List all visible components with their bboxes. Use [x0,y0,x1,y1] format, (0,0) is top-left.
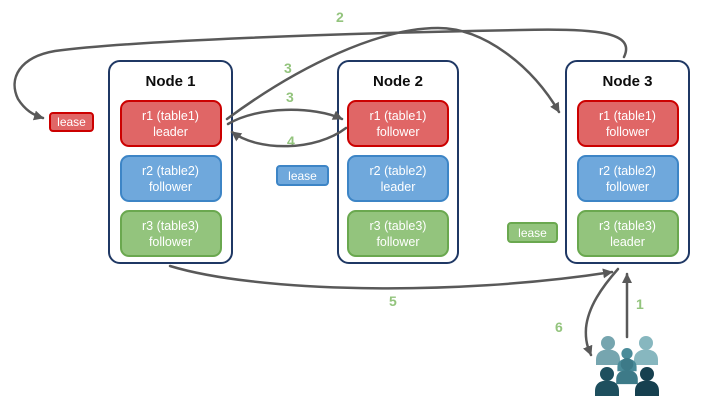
step-label-2: 2 [336,9,344,25]
node1-r1-replica: r1 (table1) leader [119,100,222,147]
node2-r1-replica: r1 (table1) follower [347,100,449,147]
node1-r2-replica: r2 (table2) follower [119,155,222,202]
person-icon [595,367,619,396]
node-2: Node 2 r1 (table1) follower r2 (table2) … [337,60,459,264]
lease-badge-red: lease [49,112,94,132]
node3-r2-replica: r2 (table2) follower [576,155,679,202]
node2-r2-replica: r2 (table2) leader [347,155,449,202]
replica-name: r2 (table2) [369,163,427,178]
replica-name: r3 (table3) [599,218,656,233]
replica-name: r3 (table3) [369,218,427,233]
step-label-6: 6 [555,319,563,335]
step-label-3a: 3 [284,60,292,76]
replica-role: follower [605,124,650,139]
replica-name: r1 (table1) [599,108,656,123]
node-title: Node 3 [602,73,653,90]
node-1: Node 1 r1 (table1) leader r2 (table2) fo… [108,60,233,264]
replica-role: follower [376,234,420,249]
person-icon [596,336,620,365]
node3-r1-replica: r1 (table1) follower [576,100,679,147]
replica-name: r2 (table2) [599,163,656,178]
replica-role: follower [148,234,193,249]
person-icon [634,336,658,365]
node1-r3-replica: r3 (table3) follower [119,210,222,257]
replica-role: follower [376,124,420,139]
step-label-5: 5 [389,293,397,309]
node-title: Node 2 [372,73,423,90]
replica-name: r1 (table1) [142,108,199,123]
person-icon [616,358,638,385]
replica-role: leader [153,124,188,139]
arrow-step-6 [583,267,620,357]
arrow-step-3-to-node2 [226,108,344,126]
step-label-4: 4 [287,133,295,149]
arrow-step-5 [168,264,614,290]
users-icon [595,336,659,396]
person-icon [635,367,659,396]
replica-role: follower [148,179,193,194]
node2-r3-replica: r3 (table3) follower [347,210,449,257]
replica-name: r1 (table1) [369,108,427,123]
step-label-3b: 3 [286,89,294,105]
lease-badge-green: lease [507,222,558,243]
arrow-step-2 [13,28,628,121]
node3-r3-replica: r3 (table3) leader [576,210,679,257]
replica-role: follower [605,179,650,194]
person-icon [617,348,637,372]
node-3: Node 3 r1 (table1) follower r2 (table2) … [565,60,690,264]
lease-badge-blue: lease [276,165,329,186]
replica-role: leader [380,179,416,194]
step-label-1: 1 [636,296,644,312]
node-title: Node 1 [145,73,196,90]
replica-role: leader [610,234,645,249]
replica-name: r2 (table2) [142,163,199,178]
replica-name: r3 (table3) [142,218,199,233]
